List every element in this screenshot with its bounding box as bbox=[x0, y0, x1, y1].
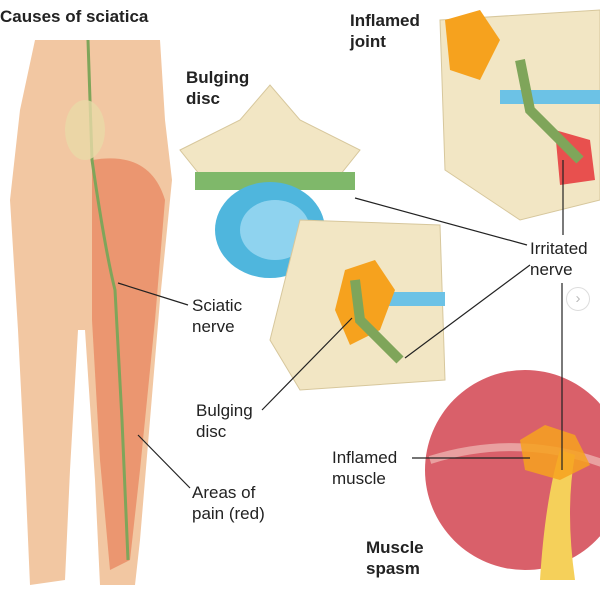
muscle-spasm-circle bbox=[425, 370, 600, 580]
sciatic-nerve-path bbox=[86, 39, 130, 561]
label-irritated-nerve: Irritated nerve bbox=[530, 239, 588, 279]
human-back-figure bbox=[10, 39, 172, 585]
label-sciatic-nerve: Sciatic nerve bbox=[192, 296, 243, 336]
label-bulging-disc-top: Bulging disc bbox=[186, 68, 250, 108]
leader-lines bbox=[117, 160, 564, 489]
label-bulging-disc-bottom: Bulging disc bbox=[196, 401, 253, 441]
chevron-right-icon: › bbox=[575, 290, 581, 307]
label-inflamed-joint: Inflamed joint bbox=[350, 11, 420, 51]
label-muscle-spasm: Muscle spasm bbox=[366, 538, 424, 578]
diagram-title: Causes of sciatica bbox=[0, 7, 149, 26]
pain-area bbox=[92, 158, 165, 571]
inflamed-joint bbox=[439, 9, 600, 221]
label-areas-of-pain: Areas of pain (red) bbox=[192, 483, 265, 523]
bulging-disc-vertebra bbox=[179, 84, 446, 391]
label-inflamed-muscle: Inflamed muscle bbox=[332, 448, 398, 488]
carousel-next-button[interactable]: › bbox=[566, 287, 590, 311]
